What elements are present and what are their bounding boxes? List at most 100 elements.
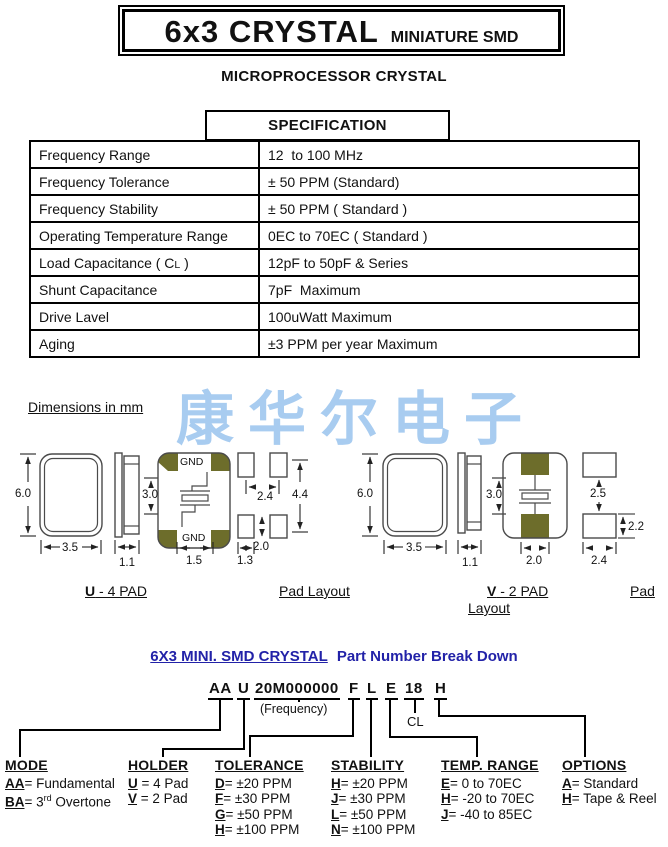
page-title: 6x3 CRYSTAL — [164, 14, 379, 49]
spec-label: Frequency Stability — [29, 194, 260, 223]
u-pad-layout-label: Pad Layout — [279, 583, 350, 599]
title-box: 6x3 CRYSTAL MINIATURE SMD — [118, 5, 565, 56]
dim-label: 3.5 — [62, 542, 78, 554]
part-number-heading-rest: Part Number Break Down — [336, 648, 518, 665]
breakdown-item: G= ±50 PPM — [215, 806, 293, 822]
table-row: Frequency Tolerance ± 50 PPM (Standard) — [29, 167, 640, 196]
spec-label: Frequency Range — [29, 140, 260, 169]
spec-table: Frequency Range 12 to 100 MHz Frequency … — [29, 140, 640, 358]
breakdown-item: F= ±30 PPM — [215, 791, 291, 806]
dimension-diagrams: 6.0 3.5 1.1 3.0 — [15, 452, 644, 569]
column-header: STABILITY — [331, 757, 405, 773]
breakdown-item: H= Tape & Reel — [562, 791, 657, 806]
spec-value: 100uWatt Maximum — [258, 302, 640, 331]
dim-label: 2.4 — [257, 491, 274, 503]
dim-label: 1.3 — [237, 555, 253, 567]
breakdown-item: A= Standard — [562, 775, 639, 791]
specification-header: SPECIFICATION — [205, 110, 450, 141]
breakdown-item: J= ±30 PPM — [331, 791, 406, 806]
dim-label: 2.0 — [526, 555, 542, 567]
table-row: Shunt Capacitance 7pF Maximum — [29, 275, 640, 304]
dim-label: 3.0 — [486, 489, 502, 501]
dim-label: 6.0 — [15, 488, 31, 500]
table-row: Frequency Stability ± 50 PPM ( Standard … — [29, 194, 640, 223]
column-header: HOLDER — [128, 757, 189, 773]
part-number-heading: 6X3 MINI. SMD CRYSTAL Part Number Break D… — [0, 648, 668, 665]
breakdown-item: BA= 3rd Overtone — [5, 793, 111, 810]
breakdown-item: H= ±100 PPM — [215, 822, 300, 837]
column-header: TOLERANCE — [215, 757, 304, 773]
dim-label: 1.1 — [462, 557, 478, 569]
breakdown-item: H= -20 to 70EC — [441, 791, 535, 806]
breakdown-column-holder: HOLDER U = 4 Pad V = 2 Pad — [128, 757, 189, 807]
breakdown-column-tolerance: TOLERANCE D= ±20 PPM F= ±30 PPM G= ±50 P… — [215, 757, 304, 838]
v-front-view: 6.0 3.5 — [357, 453, 448, 554]
spec-label: Aging — [29, 329, 260, 358]
dim-label: 3.5 — [406, 542, 422, 554]
u-bottom-view: 3.0 GND GND 1.5 — [142, 452, 231, 567]
spec-label: Load Capacitance ( CL ) — [29, 248, 260, 277]
spec-label: Shunt Capacitance — [29, 275, 260, 304]
table-row: Drive Lavel 100uWatt Maximum — [29, 302, 640, 331]
breakdown-item: L= ±50 PPM — [331, 806, 407, 822]
v-pad-label: V - 2 PAD — [487, 583, 549, 599]
breakdown-item: H= ±20 PPM — [331, 775, 408, 791]
part-number-segment: 20M000000 — [254, 680, 340, 700]
breakdown-column-mode: MODE AA= Fundamental BA= 3rd Overtone — [5, 757, 115, 810]
part-number-heading-underlined: 6X3 MINI. SMD CRYSTAL — [150, 648, 328, 665]
gnd-label: GND — [182, 532, 206, 544]
u-side-view: 1.1 — [114, 452, 140, 569]
breakdown-column-stability: STABILITY H= ±20 PPM J= ±30 PPM L= ±50 P… — [331, 757, 416, 838]
v-pad-layout-label-line2: Layout — [468, 600, 511, 616]
part-number-segment: 18 — [404, 680, 424, 700]
breakdown-item: AA= Fundamental — [5, 775, 115, 791]
breakdown-item: N= ±100 PPM — [331, 822, 416, 837]
dim-label: 4.4 — [292, 489, 309, 501]
subtitle: MICROPROCESSOR CRYSTAL — [221, 68, 447, 85]
breakdown-item: V = 2 Pad — [128, 791, 188, 806]
cl-note: CL — [407, 714, 424, 729]
breakdown-item: U = 4 Pad — [128, 775, 189, 791]
dim-label: 1.5 — [186, 555, 202, 567]
spec-value: ± 50 PPM ( Standard ) — [258, 194, 640, 223]
dim-label: 2.5 — [590, 488, 606, 500]
part-number-segment: E — [385, 680, 398, 700]
column-header: MODE — [5, 757, 48, 773]
v-pad-layout-label-line1: Pad — [630, 583, 655, 599]
watermark: 康华尔电子 — [176, 387, 537, 452]
dim-label: 1.1 — [119, 557, 135, 569]
column-header: OPTIONS — [562, 757, 627, 773]
breakdown-item: J= -40 to 85EC — [441, 806, 533, 822]
connector-lines — [19, 698, 586, 757]
column-header: TEMP. RANGE — [441, 757, 539, 773]
dim-label: 6.0 — [357, 488, 373, 500]
spec-value: 12 to 100 MHz — [258, 140, 640, 169]
table-row: Frequency Range 12 to 100 MHz — [29, 140, 640, 169]
frequency-note: (Frequency) — [260, 702, 328, 716]
u-pad-label: U - 4 PAD — [85, 583, 147, 599]
breakdown-item: E= 0 to 70EC — [441, 775, 522, 791]
v-bottom-view: 3.0 2.0 — [486, 452, 568, 567]
breakdown-column-options: OPTIONS A= Standard H= Tape & Reel — [562, 757, 657, 807]
part-number-segment: H — [434, 680, 448, 700]
spec-label: Drive Lavel — [29, 302, 260, 331]
v-pad-layout: 2.5 2.2 2.4 — [582, 452, 644, 567]
spec-value: 0EC to 70EC ( Standard ) — [258, 221, 640, 250]
spec-value: 7pF Maximum — [258, 275, 640, 304]
page-title-sub: MINIATURE SMD — [390, 29, 519, 46]
gnd-label: GND — [180, 456, 204, 468]
dim-label: 2.2 — [628, 521, 644, 533]
spec-label: Frequency Tolerance — [29, 167, 260, 196]
v-side-view: 1.1 — [457, 452, 482, 569]
dim-label: 2.0 — [253, 541, 269, 553]
spec-value: ± 50 PPM (Standard) — [258, 167, 640, 196]
table-row: Operating Temperature Range 0EC to 70EC … — [29, 221, 640, 250]
breakdown-item: D= ±20 PPM — [215, 775, 292, 791]
breakdown-column-temp-range: TEMP. RANGE E= 0 to 70EC H= -20 to 70EC … — [441, 757, 539, 822]
dimensions-heading: Dimensions in mm — [28, 399, 144, 415]
table-row: Aging ±3 PPM per year Maximum — [29, 329, 640, 358]
table-row: Load Capacitance ( CL ) 12pF to 50pF & S… — [29, 248, 640, 277]
spec-value: 12pF to 50pF & Series — [258, 248, 640, 277]
u-pad-layout: 2.4 4.4 2.0 1.3 — [237, 452, 309, 567]
